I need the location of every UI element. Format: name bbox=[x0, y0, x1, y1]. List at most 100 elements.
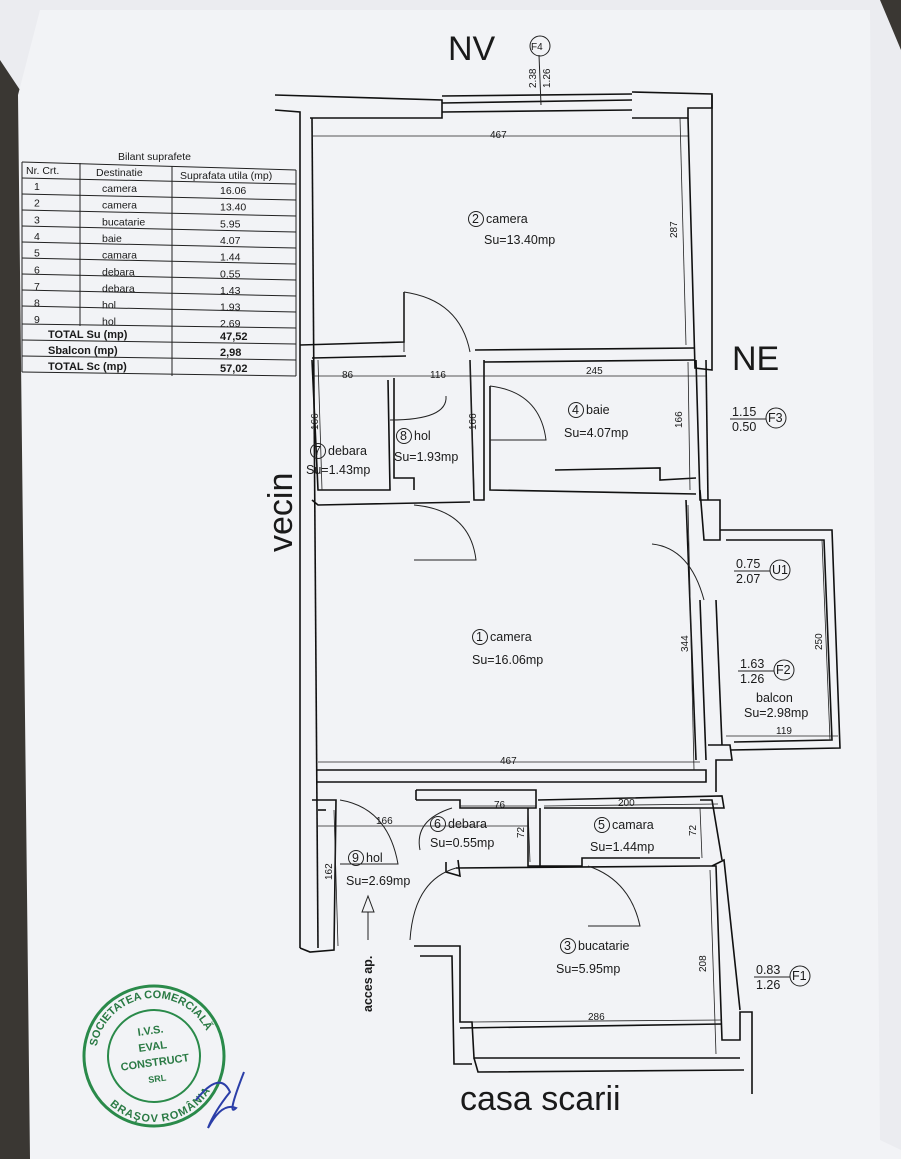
room-area: Su=1.44mp bbox=[590, 840, 654, 854]
table-header-destinatie: Destinatie bbox=[96, 167, 143, 179]
room-name: camara bbox=[612, 818, 654, 832]
label-casa-scarii: casa scarii bbox=[460, 1080, 621, 1118]
room-number: 9 bbox=[352, 851, 359, 865]
room-name: hol bbox=[414, 429, 431, 443]
dim-72-debara: 72 bbox=[516, 826, 527, 838]
dim-467-mid: 467 bbox=[500, 756, 517, 767]
window-f4-width: 2.38 bbox=[528, 68, 539, 88]
table-cell-destinatie: debara bbox=[102, 283, 135, 295]
dim-119: 119 bbox=[776, 726, 792, 737]
room-number: 4 bbox=[572, 403, 579, 417]
table-cell-destinatie: debara bbox=[102, 266, 135, 278]
opening-width: 0.83 bbox=[756, 963, 780, 977]
room-number: 3 bbox=[564, 939, 571, 953]
window-f4: 2.38 1.26 F4 bbox=[528, 35, 553, 106]
table-cell-suprafata: 16.06 bbox=[220, 185, 246, 197]
stamp-line2: EVAL bbox=[138, 1039, 168, 1055]
dim-116: 116 bbox=[430, 370, 446, 381]
table-total-value: 2,98 bbox=[220, 347, 241, 359]
opening-width: 0.75 bbox=[736, 557, 760, 571]
room-number: 7 bbox=[314, 444, 321, 458]
label-ne: NE bbox=[732, 340, 779, 378]
room-number: 8 bbox=[400, 429, 407, 443]
door-swings bbox=[339, 291, 705, 941]
dim-76: 76 bbox=[494, 800, 506, 811]
room-area: Su=0.55mp bbox=[430, 836, 494, 850]
table-total-value: 47,52 bbox=[220, 331, 248, 343]
opening-height: 1.26 bbox=[740, 672, 764, 686]
opening-tag-circle bbox=[765, 407, 787, 429]
opening-tag-circle bbox=[789, 965, 811, 987]
table-cell-destinatie: hol bbox=[102, 316, 116, 328]
dim-287: 287 bbox=[669, 221, 680, 238]
room-number-circle bbox=[472, 629, 488, 645]
table-cell-nr: 3 bbox=[34, 214, 40, 226]
table-cell-destinatie: camara bbox=[102, 250, 137, 262]
entrance-label: acces ap. bbox=[361, 956, 375, 1012]
table-cell-destinatie: bucatarie bbox=[102, 216, 145, 228]
room-name: debara bbox=[448, 817, 487, 831]
dim-245: 245 bbox=[586, 366, 603, 377]
room-number-circle bbox=[560, 938, 576, 954]
room-name: hol bbox=[366, 851, 383, 865]
table-cell-suprafata: 0.55 bbox=[220, 268, 241, 280]
signature bbox=[195, 1071, 245, 1129]
room-number-circle bbox=[568, 402, 584, 418]
label-nv: NV bbox=[448, 30, 496, 68]
table-cell-destinatie: baie bbox=[102, 233, 122, 245]
table-cell-nr: 7 bbox=[34, 281, 40, 293]
room-area: Su=16.06mp bbox=[472, 653, 543, 667]
dim-166-hol: 166 bbox=[468, 413, 479, 430]
dim-344: 344 bbox=[680, 635, 691, 652]
table-cell-nr: 4 bbox=[34, 231, 40, 243]
table-cell-nr: 9 bbox=[34, 314, 40, 326]
opening-tag-circle bbox=[773, 659, 795, 681]
table-cell-nr: 6 bbox=[34, 264, 40, 276]
table-cell-nr: 2 bbox=[34, 198, 40, 210]
table-cell-suprafata: 1.43 bbox=[220, 285, 241, 297]
table-cell-suprafata: 1.44 bbox=[220, 252, 241, 264]
table-cell-suprafata: 5.95 bbox=[220, 218, 241, 230]
table-cell-suprafata: 4.07 bbox=[220, 235, 241, 247]
table-cell-destinatie: camera bbox=[102, 200, 137, 212]
table-total-label: TOTAL Sc (mp) bbox=[48, 361, 127, 373]
label-vecin: vecin bbox=[262, 473, 300, 552]
room-name: debara bbox=[328, 444, 367, 458]
opening-tag: F1 bbox=[792, 969, 807, 983]
stamp-line1: I.V.S. bbox=[137, 1024, 164, 1039]
dimension-lines bbox=[312, 117, 838, 1055]
table-cell-nr: 5 bbox=[34, 248, 40, 260]
table-cell-nr: 8 bbox=[34, 298, 40, 310]
dim-162: 162 bbox=[324, 863, 335, 880]
room-name: baie bbox=[586, 403, 610, 417]
opening-height: 1.26 bbox=[756, 978, 780, 992]
room-number: 6 bbox=[434, 817, 441, 831]
room-area: Su=1.93mp bbox=[394, 450, 458, 464]
window-f4-height: 1.26 bbox=[542, 68, 553, 88]
table-cell-suprafata: 1.93 bbox=[220, 302, 241, 314]
area-table bbox=[21, 161, 297, 377]
opening-height: 2.07 bbox=[736, 572, 760, 586]
opening-tag: F2 bbox=[776, 663, 791, 677]
balcony-area: Su=2.98mp bbox=[744, 706, 808, 720]
opening-width: 1.15 bbox=[732, 405, 756, 419]
dim-200: 200 bbox=[618, 798, 635, 809]
dim-72-camara: 72 bbox=[688, 824, 699, 836]
table-cell-nr: 1 bbox=[34, 181, 40, 193]
paper-inner bbox=[18, 10, 901, 1159]
table-cell-destinatie: hol bbox=[102, 300, 116, 312]
opening-height: 0.50 bbox=[732, 420, 756, 434]
opening-tag-circle bbox=[769, 559, 791, 581]
room-number-circle bbox=[594, 817, 610, 833]
room-number-circle bbox=[310, 443, 326, 459]
room-name: camera bbox=[490, 630, 532, 644]
room-number: 2 bbox=[472, 212, 479, 226]
walls bbox=[274, 91, 841, 1094]
dim-166-hol9: 166 bbox=[376, 816, 393, 827]
room-number: 1 bbox=[476, 630, 483, 644]
room-number: 5 bbox=[598, 818, 605, 832]
table-title: Bilant suprafete bbox=[118, 151, 191, 163]
